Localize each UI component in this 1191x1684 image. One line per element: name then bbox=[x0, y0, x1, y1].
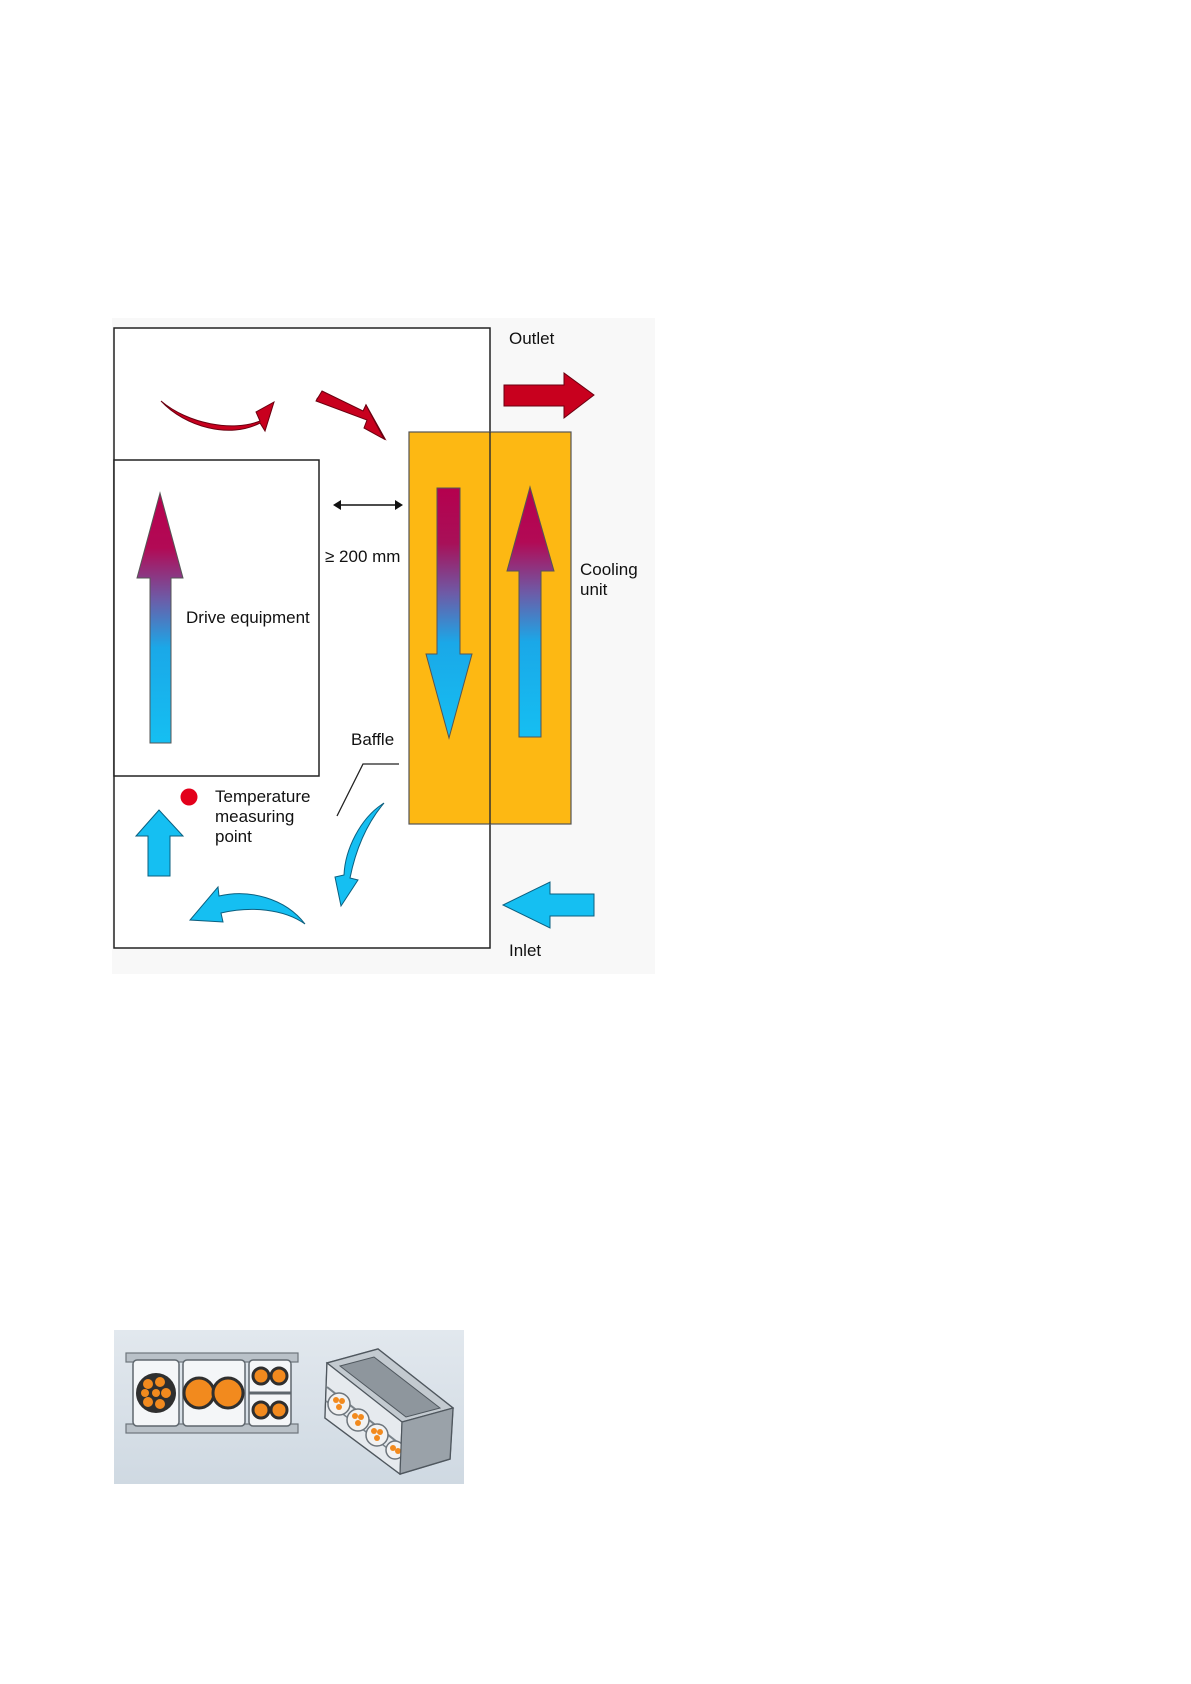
cable-carrier-cross-section-icon bbox=[126, 1353, 298, 1433]
temperature-label-line1: Temperature bbox=[215, 787, 310, 806]
inlet-label: Inlet bbox=[509, 941, 541, 960]
clearance-label: ≥ 200 mm bbox=[325, 547, 400, 566]
temperature-label-line2: measuring bbox=[215, 807, 294, 826]
drive-equipment-label: Drive equipment bbox=[186, 608, 310, 627]
temperature-label-line3: point bbox=[215, 827, 252, 846]
baffle-label: Baffle bbox=[351, 730, 394, 749]
outlet-label: Outlet bbox=[509, 329, 555, 348]
cooling-unit-label-line1: Cooling bbox=[580, 560, 638, 579]
temperature-measuring-dot bbox=[181, 789, 198, 806]
cooling-unit-label-line2: unit bbox=[580, 580, 608, 599]
